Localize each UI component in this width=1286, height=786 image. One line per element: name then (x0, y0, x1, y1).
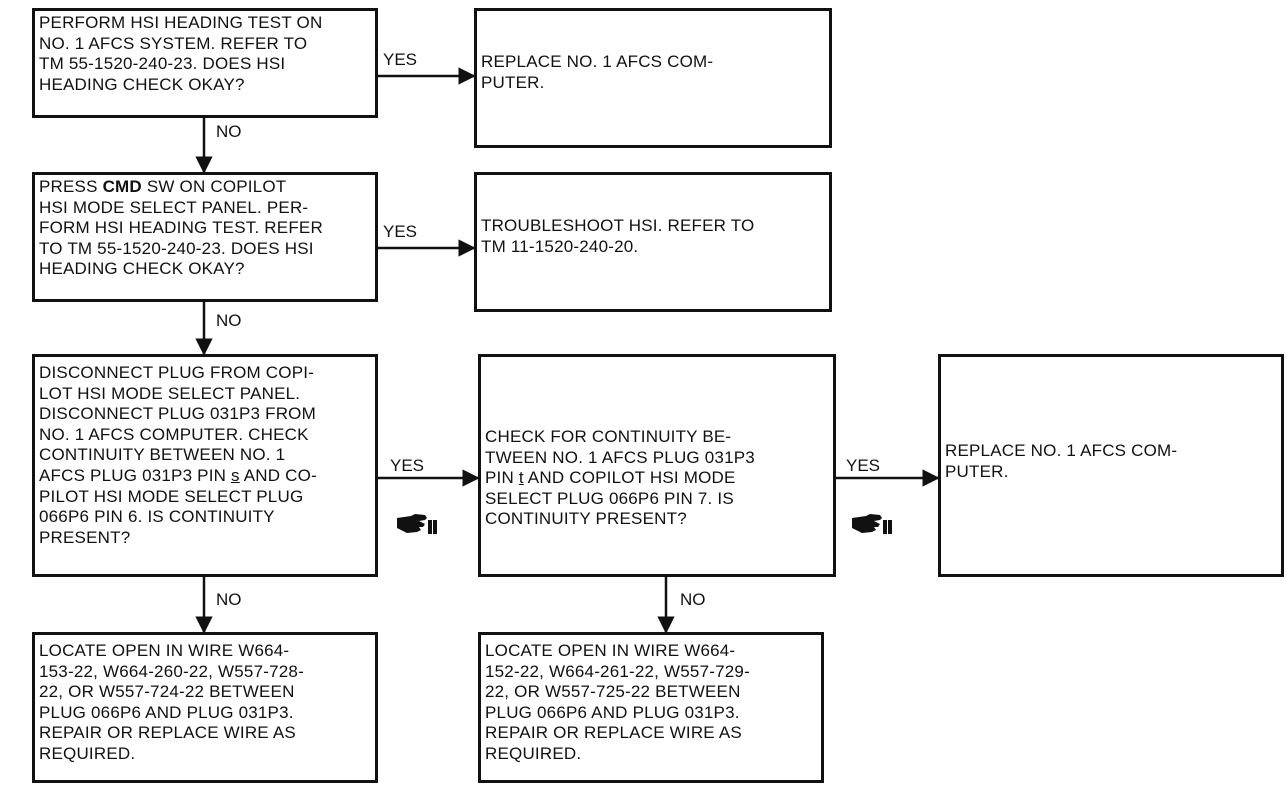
node-r1-line: LOCATE OPEN IN WIRE W664- (39, 641, 290, 660)
node-q2-line: HEADING CHECK OKAY? (39, 259, 245, 279)
node-r1-locate-open-wire: LOCATE OPEN IN WIRE W664- 153-22, W664-2… (32, 632, 378, 783)
pointing-hand-icon (397, 514, 437, 534)
node-q3-line: DISCONNECT PLUG FROM COPI- (39, 363, 315, 382)
node-q1-line: TM 55-1520-240-23. DOES HSI (39, 54, 286, 74)
label-no-q1: NO (216, 122, 242, 141)
node-q3-line: DISCONNECT PLUG 031P3 FROM (39, 404, 316, 424)
label-no-q3: NO (216, 590, 242, 609)
node-q2-text: SW ON COPILOT (141, 177, 287, 196)
node-a2-line: TM 11-1520-240-20. (481, 237, 639, 256)
node-q3-line: PILOT HSI MODE SELECT PLUG (39, 486, 304, 506)
node-q3-line: 066P6 PIN 6. IS CONTINUITY (39, 507, 275, 527)
node-q3-line: NO. 1 AFCS COMPUTER. CHECK (39, 424, 309, 444)
node-q1-line: PERFORM HSI HEADING TEST ON (39, 13, 323, 32)
node-q4-line: TWEEN NO. 1 AFCS PLUG 031P3 (485, 447, 755, 467)
node-r1-line: 22, OR W557-724-22 BETWEEN (39, 682, 295, 702)
node-q1-line: NO. 1 AFCS SYSTEM. REFER TO (39, 33, 308, 53)
label-no-q2: NO (216, 311, 242, 330)
node-a1-line: PUTER. (481, 73, 545, 92)
node-r2-locate-open-wire: LOCATE OPEN IN WIRE W664- 152-22, W664-2… (478, 632, 824, 783)
cmd-switch-label: CMD (102, 177, 142, 196)
node-q2-line: HSI MODE SELECT PANEL. PER- (39, 197, 309, 217)
node-q3-line: AFCS PLUG 031P3 PIN s AND CO- (39, 466, 371, 487)
pin-t-label: t (518, 468, 524, 488)
node-a3-replace-computer: REPLACE NO. 1 AFCS COM- PUTER. (938, 354, 1284, 577)
node-r2-line: 22, OR W557-725-22 BETWEEN (485, 682, 741, 702)
node-q2-line: TO TM 55-1520-240-23. DOES HSI (39, 238, 314, 258)
node-q4-line: CONTINUITY PRESENT? (485, 509, 687, 529)
node-q2-line: PRESS CMD SW ON COPILOT (39, 177, 371, 198)
node-q4-text: PIN (485, 468, 519, 488)
label-yes-q4: YES (846, 456, 881, 475)
pointing-hand-icon (852, 514, 892, 534)
label-no-q4: NO (680, 590, 706, 609)
node-q4-line: SELECT PLUG 066P6 PIN 7. IS (485, 488, 734, 508)
node-q3-continuity-pin-s: DISCONNECT PLUG FROM COPI- LOT HSI MODE … (32, 354, 378, 577)
node-r1-line: 153-22, W664-260-22, W557-728- (39, 661, 304, 681)
label-yes-q3: YES (390, 456, 425, 475)
node-q3-text: AND CO- (239, 465, 317, 485)
node-q4-continuity-pin-t: CHECK FOR CONTINUITY BE- TWEEN NO. 1 AFC… (478, 354, 836, 577)
node-r1-line: REPAIR OR REPLACE WIRE AS (39, 723, 296, 743)
node-a1-replace-computer: REPLACE NO. 1 AFCS COM- PUTER. (474, 8, 832, 148)
node-r2-line: 152-22, W664-261-22, W557-729- (485, 661, 750, 681)
node-a3-line: REPLACE NO. 1 AFCS COM- (945, 441, 1178, 460)
node-q3-text: AFCS PLUG 031P3 PIN (39, 465, 232, 485)
node-a2-line: TROUBLESHOOT HSI. REFER TO (481, 216, 755, 236)
node-r2-line: PLUG 066P6 AND PLUG 031P3. (485, 702, 740, 722)
node-a2-troubleshoot-hsi: TROUBLESHOOT HSI. REFER TO TM 11-1520-24… (474, 172, 832, 312)
node-r1-line: REQUIRED. (39, 743, 136, 763)
node-r2-line: LOCATE OPEN IN WIRE W664- (485, 641, 736, 660)
node-r2-line: REPAIR OR REPLACE WIRE AS (485, 723, 742, 743)
node-q2-line: FORM HSI HEADING TEST. REFER (39, 218, 323, 238)
node-q4-text: AND COPILOT HSI MODE (523, 468, 736, 488)
node-q1-hsi-heading-test: PERFORM HSI HEADING TEST ON NO. 1 AFCS S… (32, 8, 378, 118)
node-q4-line: PIN t AND COPILOT HSI MODE (485, 468, 829, 489)
node-q3-line: CONTINUITY BETWEEN NO. 1 (39, 445, 286, 465)
node-q1-line: HEADING CHECK OKAY? (39, 74, 245, 94)
pin-s-label: s (231, 465, 240, 485)
node-a1-line: REPLACE NO. 1 AFCS COM- (481, 52, 714, 72)
node-q4-line: CHECK FOR CONTINUITY BE- (485, 427, 732, 446)
node-q3-line: PRESENT? (39, 527, 131, 547)
label-yes-q1: YES (383, 50, 418, 69)
node-q2-cmd-switch-test: PRESS CMD SW ON COPILOT HSI MODE SELECT … (32, 172, 378, 302)
node-a3-line: PUTER. (945, 461, 1009, 481)
node-q3-line: LOT HSI MODE SELECT PANEL. (39, 383, 301, 403)
node-q2-text: PRESS (39, 177, 103, 196)
node-r2-line: REQUIRED. (485, 743, 582, 763)
label-yes-q2: YES (383, 222, 418, 241)
node-r1-line: PLUG 066P6 AND PLUG 031P3. (39, 702, 294, 722)
